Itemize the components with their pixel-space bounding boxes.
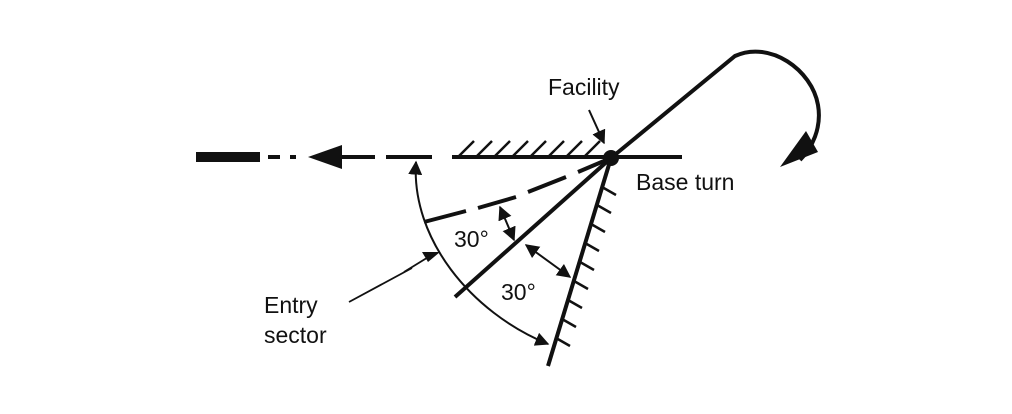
base-turn-label: Base turn — [636, 169, 734, 195]
dashed-boundary-line — [423, 156, 612, 224]
angle-top-label: 30° — [454, 226, 489, 252]
entry-leader-arrowhead — [422, 252, 440, 262]
horizontal-hatching — [457, 140, 601, 158]
entry-label: Entry — [264, 292, 318, 318]
entry-sector-arc — [408, 160, 550, 346]
facility-dot — [603, 150, 619, 166]
sector-boundary-line — [546, 157, 613, 367]
outbound-arrowhead — [308, 145, 342, 169]
entry-sector-leader — [348, 255, 431, 303]
sector-label: sector — [264, 322, 327, 348]
angle-bottom-label: 30° — [501, 279, 536, 305]
facility-pointer — [588, 109, 606, 145]
boundary-hatching — [555, 185, 617, 348]
base-turn-arrowhead — [780, 131, 818, 167]
angle-top-arrow — [498, 205, 516, 242]
angle-bottom-arrow — [524, 244, 572, 278]
base-turn-path — [609, 49, 821, 162]
facility-label: Facility — [548, 74, 620, 100]
track-segment-thick — [196, 152, 260, 162]
